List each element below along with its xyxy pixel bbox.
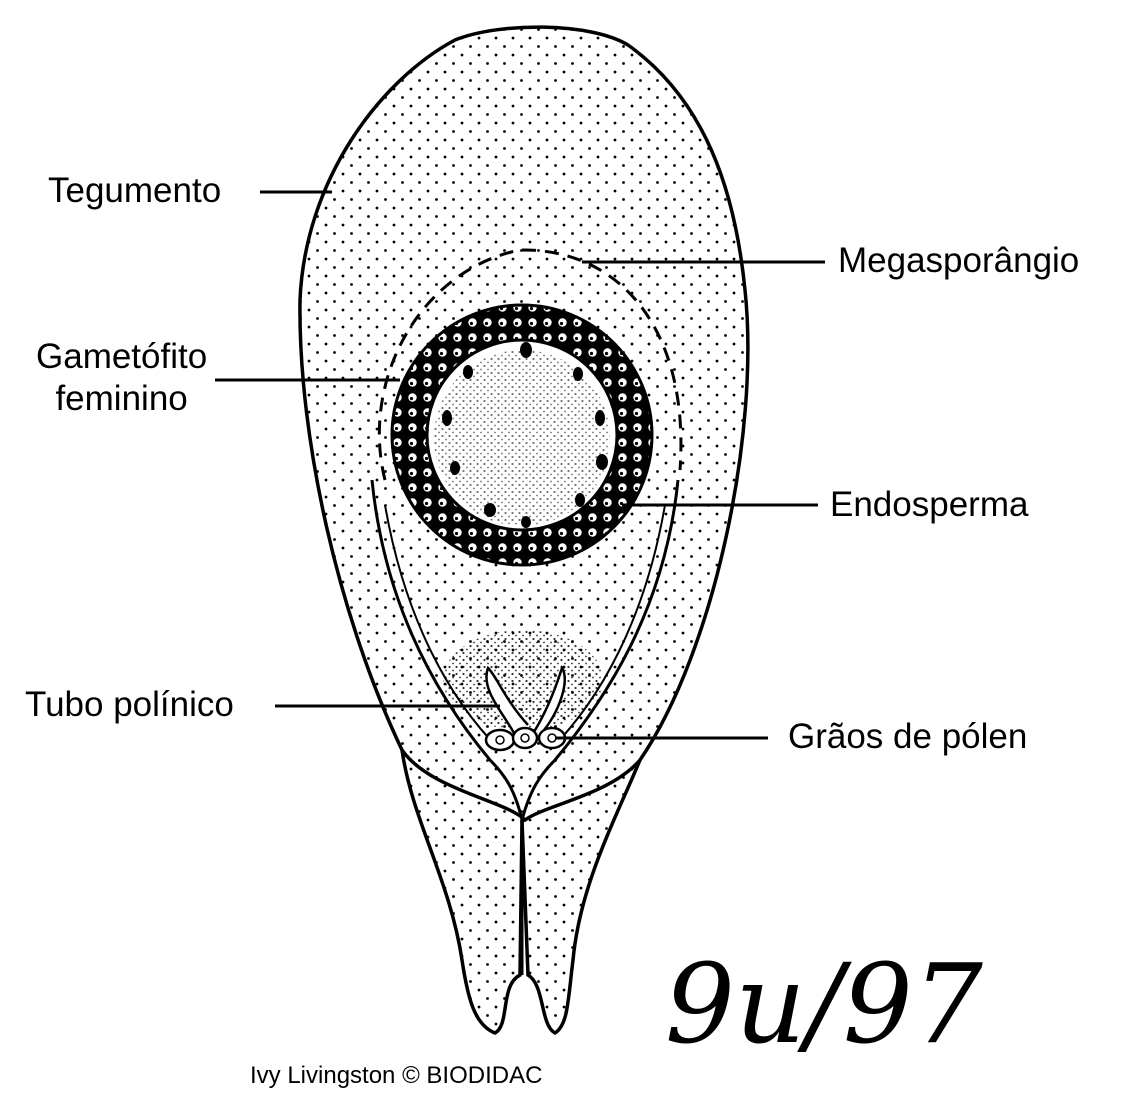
pollen-chamber-right-wall — [520, 479, 680, 821]
pollen-tube-right — [530, 665, 567, 736]
endosperm-stipple — [434, 350, 610, 526]
label-tegumento: Tegumento — [48, 171, 222, 210]
handwritten-date: 9u/97 — [665, 940, 983, 1068]
credit-line: Ivy Livingston © BIODIDAC — [250, 1062, 543, 1089]
label-megasporangio: Megasporângio — [838, 241, 1080, 280]
label-gametofito-line1: Gametófito — [36, 337, 208, 376]
archegonia — [442, 342, 608, 528]
pollen-chamber-inner-left — [384, 504, 501, 751]
pollen-chamber-left-wall — [370, 479, 524, 821]
label-gametofito-line2: feminino — [55, 379, 188, 418]
micropyle-right-lip — [520, 759, 642, 1036]
micropyle-left-lip — [400, 749, 524, 1035]
label-graos-de-polen: Grãos de pólen — [788, 717, 1028, 756]
megasporangium-boundary — [377, 248, 683, 481]
label-tubo-polinico: Tubo polínico — [25, 685, 234, 724]
pollen-grains — [484, 665, 567, 752]
label-gametofito-feminino: Gametófito feminino — [36, 336, 207, 420]
label-endosperma: Endosperma — [830, 485, 1029, 524]
pollen-chamber-inner-right — [549, 504, 666, 751]
nucellus-stipple — [443, 630, 603, 730]
pollen-tube-left — [485, 665, 529, 736]
